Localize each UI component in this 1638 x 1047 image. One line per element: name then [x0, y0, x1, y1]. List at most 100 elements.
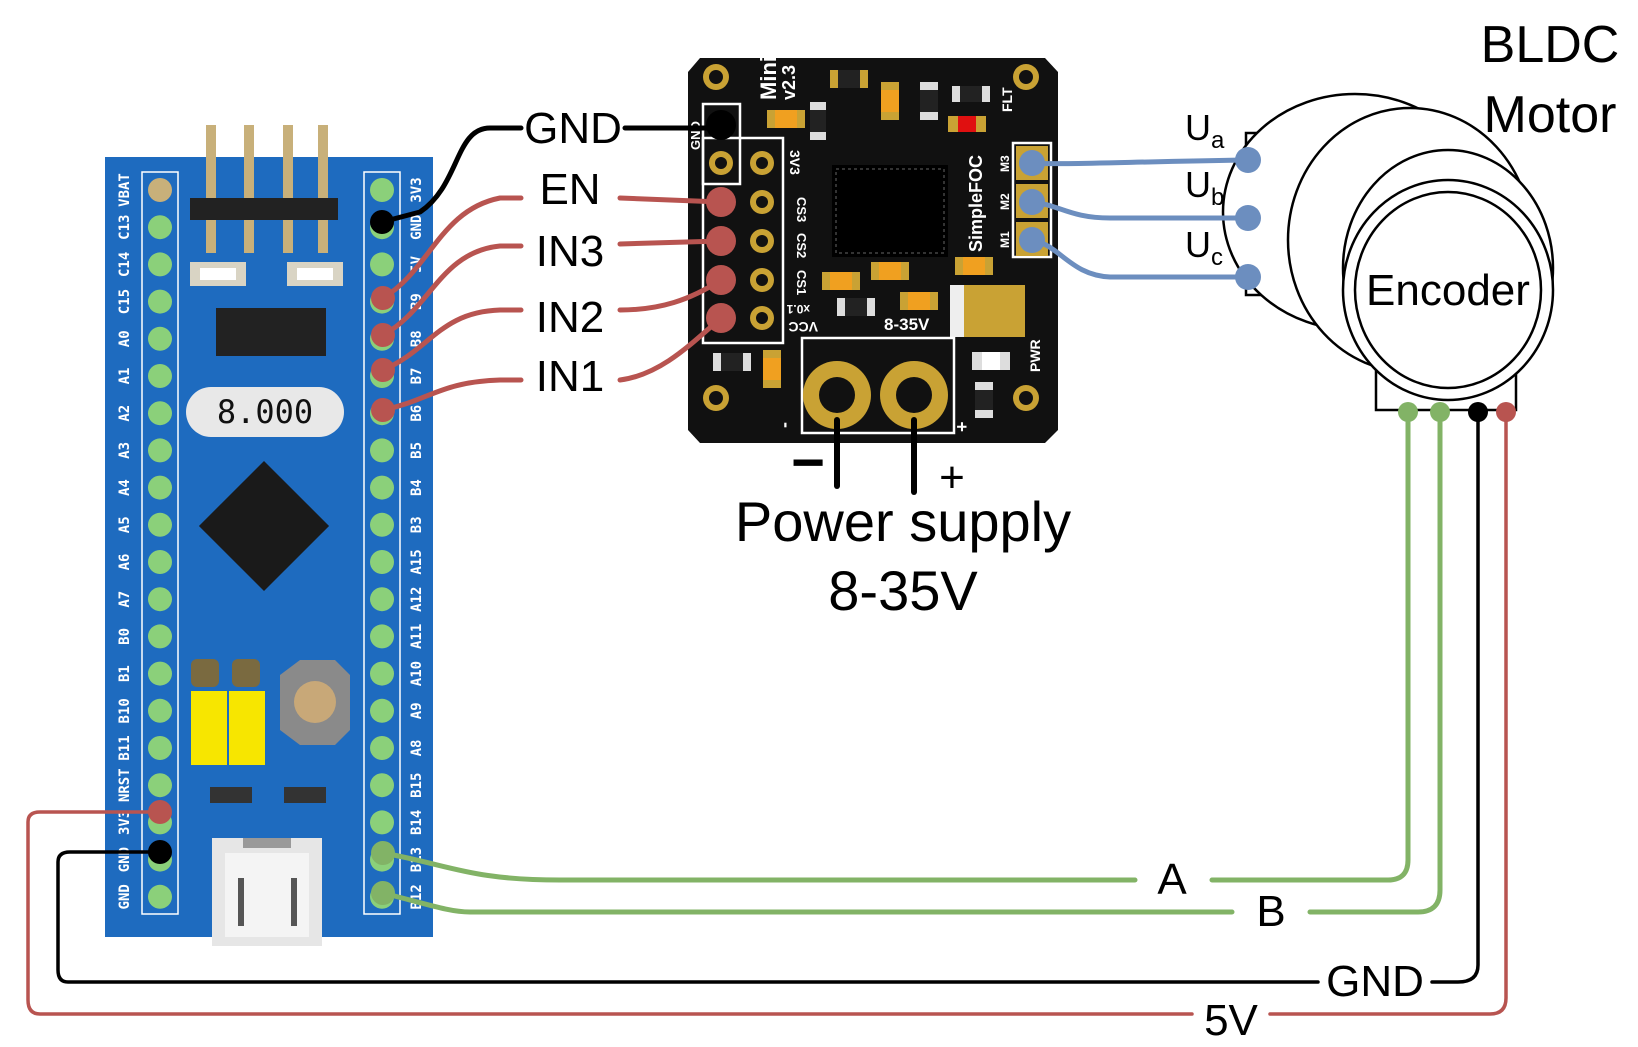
left-pin-a3: [148, 438, 172, 463]
right-pin-b4: [370, 475, 394, 500]
right-pin-a15: [370, 550, 394, 574]
wires: [26, 125, 1508, 1016]
label-in1: IN1: [536, 352, 604, 401]
silk-cs2: CS2: [794, 233, 809, 258]
label-power-line1: Power supply: [735, 490, 1071, 553]
right-pin-label: B15: [409, 773, 425, 798]
silk-plus: +: [952, 421, 972, 432]
wire-enc-b: [380, 409, 1443, 915]
motor-title-line2: Motor: [1484, 86, 1617, 144]
right-pin-label: A11: [409, 624, 425, 649]
left-pin-a1: [148, 364, 172, 388]
silk-m2: M2: [998, 193, 1012, 210]
left-pin-label: C14: [117, 252, 133, 277]
simplefoc-mini-board: Mini v2.3 SimpleFOC FLT PWR 8-35V 3V3 CS…: [688, 56, 1058, 443]
right-pin-a10: [370, 661, 394, 686]
left-header-outline: [141, 171, 179, 915]
left-pin-a0: [148, 326, 172, 351]
right-pin-label: GND: [409, 215, 425, 240]
wire-gnd-driver: [379, 125, 724, 225]
left-pin-a7: [148, 587, 172, 612]
label-wire-5v: 5V: [1204, 996, 1258, 1045]
right-pin-b14: [370, 810, 394, 835]
driver-voltage: 8-35V: [884, 315, 930, 334]
right-pin-label: B5: [409, 442, 425, 459]
left-pin-a5: [148, 512, 172, 537]
right-pin-5v: [370, 252, 394, 277]
left-pin-label: A1: [117, 368, 133, 385]
left-pin-a2: [148, 401, 172, 426]
wire-en: [380, 195, 724, 301]
left-pin-c15: [148, 289, 172, 314]
left-pin-label: 3V3: [117, 810, 133, 835]
wire-in3: [380, 238, 724, 338]
silk-gnd: GND: [688, 121, 703, 150]
silk-m1: M1: [998, 231, 1012, 248]
label-wire-gnd: GND: [1326, 957, 1424, 1006]
label-minus: −: [791, 430, 825, 495]
wire-enc-gnd: [56, 410, 1480, 984]
right-pin-label: A12: [409, 587, 425, 612]
label-en: EN: [539, 165, 600, 214]
right-pin-label: A9: [409, 702, 425, 719]
right-pin-label: 3V3: [409, 177, 425, 202]
label-ub: Ub: [1185, 164, 1224, 211]
driver-version: v2.3: [779, 65, 799, 100]
left-pin-label: VBAT: [117, 173, 133, 207]
left-pin-label: A7: [117, 591, 133, 608]
left-pin-b1: [148, 661, 172, 686]
label-wire-a: A: [1157, 855, 1187, 904]
left-pin-label: C15: [117, 289, 133, 314]
right-pin-label: B14: [409, 810, 425, 835]
left-pin-b11: [148, 736, 172, 760]
left-pin-c13: [148, 215, 172, 240]
right-pin-label: B7: [409, 368, 425, 385]
driver-pwr: PWR: [1027, 339, 1043, 372]
silk-m3: M3: [998, 155, 1012, 172]
left-pin-label: A2: [117, 405, 133, 422]
left-pin-label: B1: [117, 665, 133, 682]
silk-x01: x0.1: [786, 302, 810, 316]
right-pin-a12: [370, 587, 394, 612]
right-pin-b3: [370, 512, 394, 537]
right-pin-label: B6: [409, 405, 425, 422]
left-pin-b10: [148, 698, 172, 723]
right-pin-label: A8: [409, 740, 425, 757]
wire-enc-a: [380, 409, 1411, 883]
silk-vcc: VCC: [788, 319, 818, 335]
crystal-label: 8.000: [217, 393, 313, 431]
silk-cs1: CS1: [794, 270, 809, 295]
left-pin-vbat: [148, 178, 172, 202]
label-uc: Uc: [1185, 224, 1223, 271]
left-pin-a4: [148, 475, 172, 500]
left-pin-label: B11: [117, 735, 133, 760]
left-pin-label: C13: [117, 215, 133, 240]
labels: GND EN IN3 IN2 IN1 Ua Ub Uc − + Power su…: [524, 104, 1424, 1045]
right-header-outline: [363, 171, 401, 915]
left-pin-label: NRST: [117, 768, 133, 802]
left-pin-label: A0: [117, 330, 133, 347]
label-wire-b: B: [1256, 887, 1285, 936]
right-pin-label: B9: [409, 293, 425, 310]
left-pin-a6: [148, 550, 172, 574]
right-pin-a9: [370, 698, 394, 723]
right-pin-label: A15: [409, 549, 425, 574]
wire-enc-5v: [26, 410, 1508, 1016]
silk-minus: -: [774, 422, 794, 428]
right-pin-label: A10: [409, 661, 425, 686]
left-pin-label: A3: [117, 442, 133, 459]
label-in2: IN2: [536, 293, 604, 342]
left-pin-label: A5: [117, 516, 133, 533]
wire-endpoints: [148, 110, 1516, 905]
right-pin-3v3: [370, 178, 394, 202]
silk-3v3: 3V3: [787, 150, 803, 175]
left-pin-nrst: [148, 773, 172, 798]
label-in3: IN3: [536, 227, 604, 276]
right-pin-b5: [370, 438, 394, 463]
left-pin-label: A4: [117, 479, 133, 496]
left-pin-label: A6: [117, 554, 133, 571]
right-pin-label: B3: [409, 516, 425, 533]
driver-name: Mini: [756, 56, 781, 100]
wire-phase-a: [1029, 157, 1251, 167]
right-pin-label: B4: [409, 479, 425, 496]
